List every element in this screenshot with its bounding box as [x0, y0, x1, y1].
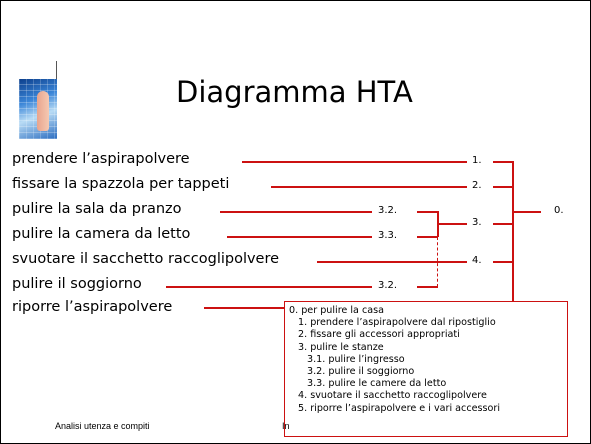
task-label: fissare la spazzola per tappeti	[12, 176, 230, 192]
task-code: 1.	[472, 155, 482, 166]
legend-item: 0. per pulire la casa	[289, 305, 385, 316]
task-label: pulire il soggiorno	[12, 276, 142, 292]
connector-line	[317, 261, 467, 263]
slide-title: Diagramma HTA	[176, 75, 413, 109]
task-code: 3.2.	[378, 280, 398, 291]
footer-course-label: Analisi utenza e compiti	[55, 421, 150, 431]
bracket-line	[417, 211, 438, 213]
bracket-dashed-line	[437, 237, 438, 287]
bracket-line	[417, 286, 438, 288]
bracket-line	[437, 211, 439, 237]
legend-item: 1. prendere l’aspirapolvere dal ripostig…	[298, 317, 496, 329]
bracket-line	[493, 161, 513, 163]
root-code: 0.	[554, 205, 564, 216]
task-code: 4.	[472, 255, 482, 266]
connector-line	[271, 186, 467, 188]
legend-item: 3.2. pulire il soggiorno	[307, 366, 415, 378]
connector-line	[220, 211, 372, 213]
bracket-line	[493, 223, 513, 225]
task-label: pulire la sala da pranzo	[12, 201, 182, 217]
legend-item: 4. svuotare il sacchetto raccoglipolvere	[298, 390, 487, 402]
connector-line	[242, 161, 467, 163]
task-label: svuotare il sacchetto raccoglipolvere	[12, 251, 280, 267]
legend-item: 3.1. pulire l’ingresso	[307, 353, 405, 365]
legend-box: 0. per pulire la casa 1. prendere l’aspi…	[284, 301, 568, 437]
legend-item: 2. fissare gli accessori appropriati	[298, 329, 460, 341]
task-label: pulire la camera da letto	[12, 226, 191, 242]
task-code: 3.2.	[378, 205, 398, 216]
task-code: 3.3.	[378, 230, 398, 241]
bracket-line	[513, 211, 541, 213]
bracket-line	[512, 161, 514, 308]
task-code: 2.	[472, 180, 482, 191]
legend-item: 3. pulire le stanze	[298, 341, 384, 353]
bracket-line	[438, 223, 467, 225]
legend-item: 5. riporre l’aspirapolvere e i vari acce…	[298, 402, 500, 414]
footer-text: In	[282, 421, 290, 431]
group-code: 3.	[472, 217, 482, 228]
bracket-line	[493, 186, 513, 188]
decorative-line	[56, 61, 57, 95]
task-label: prendere l’aspirapolvere	[12, 151, 190, 167]
bracket-line	[417, 236, 438, 238]
task-label: riporre l’aspirapolvere	[12, 299, 173, 315]
connector-line	[227, 236, 372, 238]
bracket-line	[493, 261, 513, 263]
connector-line	[166, 286, 372, 288]
hand-touch-image	[19, 79, 57, 139]
legend-item: 3.3. pulire le camere da letto	[307, 378, 447, 390]
